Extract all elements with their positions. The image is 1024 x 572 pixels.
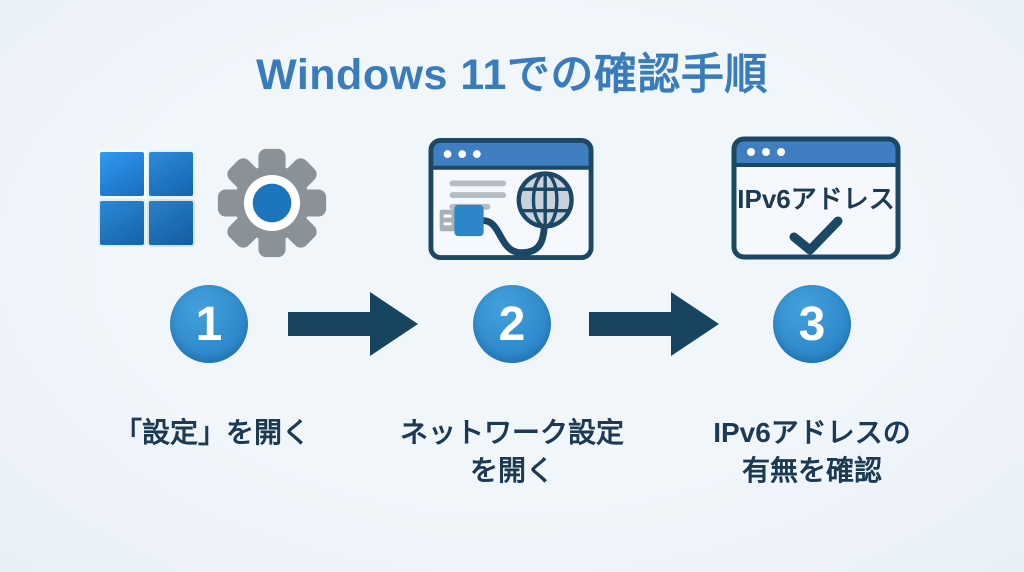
step-number: 2 (498, 297, 526, 351)
step-3-badge: 3 (773, 285, 851, 363)
network-settings-window-icon (428, 137, 594, 261)
settings-gear-icon (217, 148, 327, 258)
windows-logo-square (100, 201, 144, 245)
ipv6-window-label: IPv6アドレス (737, 184, 895, 214)
windows-logo-icon (100, 152, 193, 245)
arrow-right-icon (589, 292, 719, 356)
step-1-badge: 1 (170, 285, 248, 363)
arrow-right-icon (288, 292, 418, 356)
label-line: IPv6アドレスの (713, 417, 911, 448)
step-2-label: ネットワーク設定 を開く (352, 414, 672, 490)
step-2-badge: 2 (473, 285, 551, 363)
label-line: 「設定」を開く (113, 417, 310, 448)
windows-logo-square (100, 152, 144, 196)
step-1-label: 「設定」を開く (52, 414, 372, 452)
page-title: Windows 11での確認手順 (256, 51, 768, 99)
label-line: ネットワーク設定 (399, 417, 624, 448)
label-line: 有無を確認 (741, 455, 882, 486)
label-line: を開く (469, 455, 554, 486)
step-3-label: IPv6アドレスの 有無を確認 (652, 414, 972, 490)
step-number: 1 (195, 297, 223, 351)
checkmark-icon (789, 216, 843, 255)
windows-logo-square (149, 152, 193, 196)
ipv6-check-window-icon: IPv6アドレス (731, 136, 901, 260)
step-number: 3 (798, 297, 826, 351)
windows-logo-square (149, 201, 193, 245)
